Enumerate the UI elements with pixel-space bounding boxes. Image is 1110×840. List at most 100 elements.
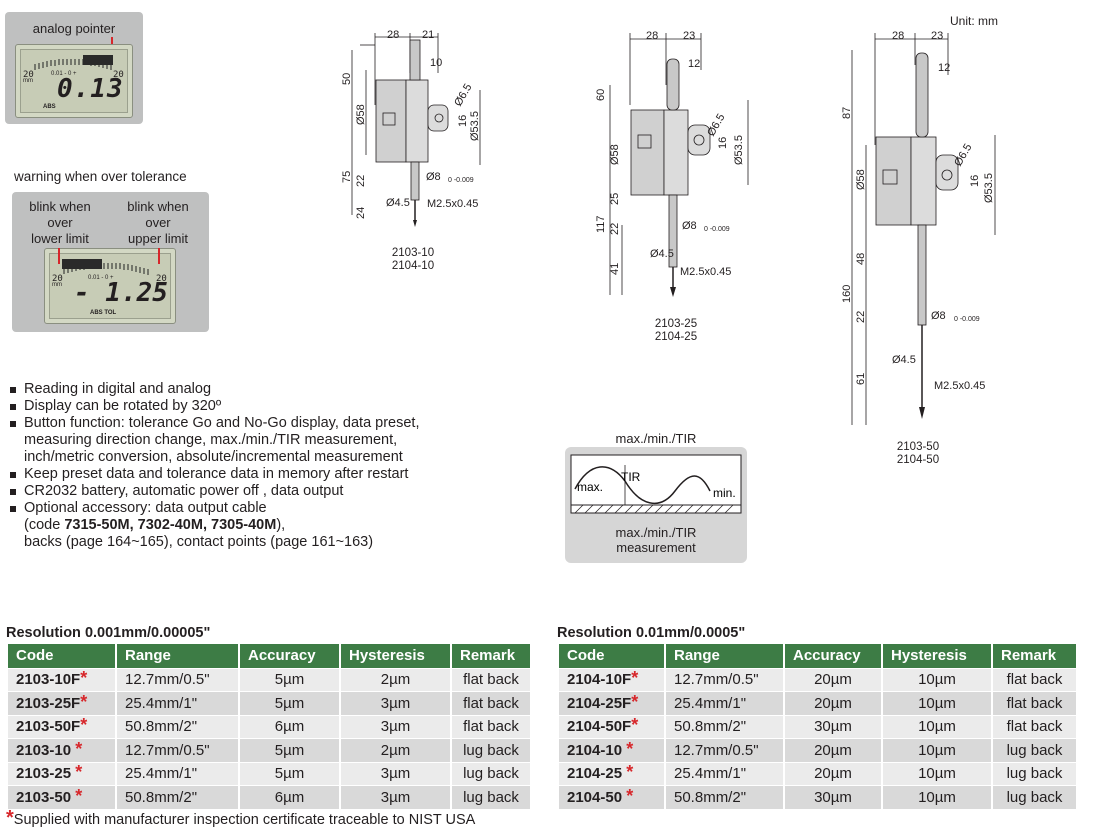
hysteresis-cell: 3µm: [340, 785, 452, 809]
dim-lug: 16: [969, 175, 981, 187]
accuracy-cell: 20µm: [784, 691, 883, 715]
warning-bar: [62, 259, 102, 269]
dim-thread: M2.5x0.45: [680, 266, 731, 278]
hysteresis-cell: 3µm: [340, 714, 452, 739]
lug-back: [427, 104, 449, 132]
table-row: 2104-25F* 25.4mm/1" 20µm 10µm flat back: [559, 691, 1076, 715]
stem-top: [409, 39, 421, 81]
header-code: Code: [559, 644, 666, 668]
scale-left-number: 20: [23, 70, 34, 80]
model-label-25: 2103-25 2104-25: [641, 318, 711, 344]
range-cell: 12.7mm/0.5": [116, 667, 240, 692]
hysteresis-cell: 10µm: [882, 691, 993, 715]
stem-top: [666, 58, 680, 111]
range-cell: 12.7mm/0.5": [665, 738, 785, 762]
remark-cell: lug back: [451, 761, 530, 786]
certificate-star: *: [75, 786, 83, 806]
certificate-star: *: [626, 738, 634, 759]
table-header-row: Code Range Accuracy Hysteresis Remark: [559, 644, 1076, 668]
table-row: 2104-10F* 12.7mm/0.5" 20µm 10µm flat bac…: [559, 667, 1076, 692]
table-row: 2104-50F* 50.8mm/2" 30µm 10µm flat back: [559, 714, 1076, 739]
dim-dia-tip: Ø4.5: [650, 248, 674, 260]
display-window: [882, 169, 898, 185]
feature-continuation: backs (page 164~165), contact points (pa…: [24, 534, 374, 550]
model-code: 2104-25: [654, 331, 698, 343]
accuracy-cell: 20µm: [784, 667, 883, 692]
hysteresis-cell: 10µm: [882, 714, 993, 739]
table-row: 2103-50 * 50.8mm/2" 6µm 3µm lug back: [8, 785, 530, 809]
scale-mid-label: 0.01 - 0 +: [51, 71, 77, 77]
dim-thread: M2.5x0.45: [427, 198, 478, 210]
remark-cell: flat back: [451, 667, 530, 692]
feature-item: Optional accessory: data output cable: [8, 500, 420, 517]
certificate-star: *: [80, 691, 88, 712]
certificate-footnote: *Supplied with manufacturer inspection c…: [6, 808, 475, 828]
stem: [917, 224, 927, 326]
feature-item: Button function: tolerance Go and No-Go …: [8, 415, 420, 432]
remark-cell: lug back: [992, 738, 1076, 762]
status-abs: ABS: [43, 104, 56, 110]
range-cell: 50.8mm/2": [116, 785, 240, 809]
code-cell: 2103-10F*: [8, 667, 117, 692]
accuracy-cell: 6µm: [239, 714, 341, 739]
certificate-star: *: [80, 715, 88, 736]
dim-w2: 21: [422, 29, 434, 41]
dim-tolerance: 0 -0.009: [448, 177, 474, 184]
dim-stem: 12: [688, 58, 700, 70]
header-remark: Remark: [992, 644, 1076, 668]
certificate-star: *: [631, 715, 639, 736]
range-cell: 50.8mm/2": [116, 714, 240, 739]
tir-caption-line: measurement: [616, 540, 696, 555]
code-list: 7315-50M, 7302-40M, 7305-40M: [64, 517, 277, 533]
code-cell: 2103-25F*: [8, 691, 117, 715]
dim-stem-len: 22: [855, 311, 867, 323]
hysteresis-cell: 3µm: [340, 691, 452, 715]
table2-title: Resolution 0.01mm/0.0005": [557, 625, 746, 641]
spec-table-001: Code Range Accuracy Hysteresis Remark 21…: [559, 644, 1076, 809]
dim-body-low: 48: [855, 253, 867, 265]
body-side: [375, 79, 407, 163]
header-hysteresis: Hysteresis: [882, 644, 993, 668]
code-cell: 2104-10 *: [559, 738, 666, 762]
analog-scale-graphic: [34, 55, 113, 70]
body-front: [405, 79, 429, 163]
certificate-star: *: [631, 668, 639, 689]
remark-cell: flat back: [992, 667, 1076, 692]
dim-stem-len: 22: [355, 175, 367, 187]
dim-dia-stem: Ø8: [682, 220, 697, 232]
model-code: 2103-25: [654, 318, 698, 330]
tir-title: max./min./TIR: [615, 431, 697, 446]
feature-continuation: measuring direction change, max./min./TI…: [24, 432, 398, 448]
dim-top: 50: [341, 73, 353, 85]
table-row: 2103-25F* 25.4mm/1" 5µm 3µm flat back: [8, 691, 530, 715]
code-prefix: (code: [24, 517, 65, 533]
dim-tip-len: 61: [855, 373, 867, 385]
code-cell: 2104-10F*: [559, 667, 666, 692]
warning-title: warning when over tolerance: [14, 169, 187, 184]
accuracy-cell: 30µm: [784, 714, 883, 739]
remark-cell: flat back: [992, 691, 1076, 715]
digital-reading: 0.13: [57, 74, 124, 104]
header-range: Range: [665, 644, 785, 668]
hysteresis-cell: 10µm: [882, 738, 993, 762]
dimension-drawing-10: 28 21 10 50 Ø58 Ø6.5 16 Ø53.5 75 22 24 Ø…: [341, 29, 481, 227]
stem: [410, 161, 420, 201]
accuracy-cell: 6µm: [239, 785, 341, 809]
header-remark: Remark: [451, 644, 530, 668]
lug-back: [687, 124, 711, 156]
model-code: 2103-50: [896, 441, 940, 453]
dim-dia-stem: Ø8: [931, 310, 946, 322]
tir-tir-label: TIR: [621, 470, 641, 484]
tir-caption: max./min./TIR measurement: [565, 525, 747, 555]
range-cell: 25.4mm/1": [665, 691, 785, 715]
dim-stem: 10: [430, 57, 442, 69]
lcd-display-warning: blink when over lower limit blink when o…: [12, 192, 209, 332]
tir-wave: [574, 466, 711, 505]
dim-dia-body: Ø58: [855, 169, 867, 190]
dim-lug: 16: [717, 137, 729, 149]
hysteresis-cell: 2µm: [340, 667, 452, 692]
dim-tip-len: 41: [609, 263, 621, 275]
code-suffix: ),: [276, 517, 286, 533]
dim-dia-back: Ø53.5: [733, 135, 745, 165]
lower-callout-line2: over: [47, 215, 73, 230]
